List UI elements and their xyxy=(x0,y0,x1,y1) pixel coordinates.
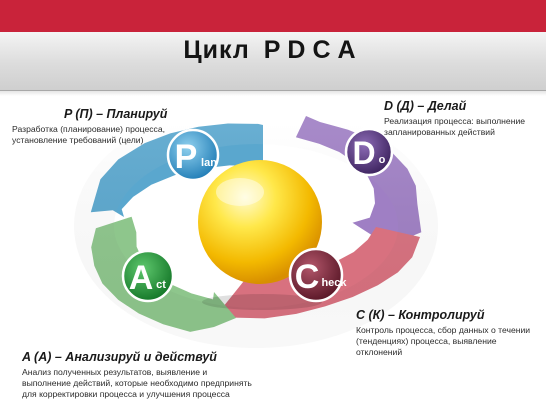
plan-badge: P lan xyxy=(166,128,220,182)
do-desc-line1: Реализация процесса: выполнение xyxy=(384,116,526,126)
check-desc-line1: Контроль процесса, сбор данных о течении xyxy=(356,325,531,335)
plan-desc-line2: установление требований (цели) xyxy=(12,135,144,145)
act-badge: A ct xyxy=(121,249,175,303)
act-desc-line2: выполнение действий, которые необходимо … xyxy=(22,378,252,388)
check-badge-suffix: heck xyxy=(321,277,347,289)
center-sphere xyxy=(198,160,322,284)
do-arrow-segment xyxy=(295,116,422,246)
act-heading: A (A) – Анализируй и действуй xyxy=(22,350,217,364)
page-title: Цикл PDCA xyxy=(0,36,546,65)
plan-desc-line1: Разработка (планирование) процесса, xyxy=(12,124,166,134)
act-desc-line3: для корректировки процесса и улучшения п… xyxy=(22,389,230,399)
act-badge-letter: A xyxy=(129,259,154,297)
check-heading: C (К) – Контролируй xyxy=(356,308,485,322)
top-accent-bar xyxy=(0,0,546,32)
sphere-shadow xyxy=(202,294,322,310)
title-letters: PDCA xyxy=(263,36,363,64)
plan-heading: P (П) – Планируй xyxy=(64,107,168,121)
check-desc-line3: отклонений xyxy=(356,347,403,357)
act-badge-suffix: ct xyxy=(156,279,166,291)
plan-badge-suffix: lan xyxy=(201,157,217,169)
check-badge-letter: C xyxy=(295,258,320,296)
do-badge: D o xyxy=(344,127,394,177)
do-desc-line2: запланированных действий xyxy=(384,127,495,137)
do-badge-suffix: o xyxy=(379,154,386,166)
title-band xyxy=(0,32,546,96)
title-word: Цикл xyxy=(183,36,250,64)
plan-badge-letter: P xyxy=(175,138,198,176)
check-badge: C heck xyxy=(288,247,347,303)
check-desc-line2: (тенденциях) процесса, выявление xyxy=(356,336,497,346)
do-heading: D (Д) – Делай xyxy=(384,99,467,113)
act-desc-line1: Анализ полученных результатов, выявление… xyxy=(22,367,208,377)
do-badge-letter: D xyxy=(352,135,375,171)
